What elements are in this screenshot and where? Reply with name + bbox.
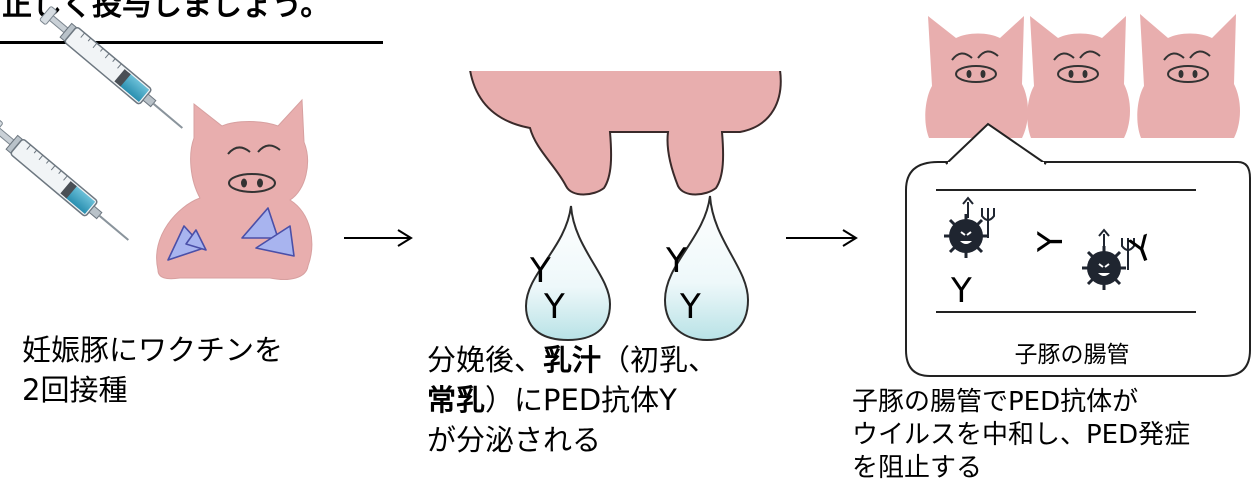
- step3-line3: を阻止する: [852, 453, 983, 483]
- pregnant-pig-icon: [156, 98, 313, 280]
- step2-text: ）にPED抗体Y: [485, 383, 677, 417]
- step2-caption: 分娩後、乳汁（初乳、 常乳）にPED抗体Y が分泌される: [427, 340, 717, 460]
- step3-line1: 子豚の腸管でPED抗体が: [852, 387, 1139, 417]
- step3-line2: ウイルスを中和し、PED発症: [852, 420, 1191, 450]
- piglet-icon: [925, 16, 1028, 138]
- antibody-symbol: Y: [665, 241, 687, 281]
- piglet-icon: [1027, 16, 1130, 138]
- arrow-icon: [344, 229, 413, 247]
- step1-line2: 2回接種: [22, 373, 128, 407]
- step2-regular-milk-emphasis: 常乳: [427, 383, 486, 417]
- step3-caption: 子豚の腸管でPED抗体が ウイルスを中和し、PED発症 を阻止する: [852, 386, 1190, 485]
- arrow-icon: [786, 229, 858, 247]
- intestine-speech-bubble: [905, 122, 1251, 377]
- antibody-symbol: Y: [1031, 231, 1071, 253]
- milk-drop-icon: [524, 205, 612, 342]
- antibody-symbol: Y: [679, 287, 701, 327]
- step1-line1: 妊娠豚にワクチンを: [22, 333, 284, 367]
- antibody-symbol: Y: [529, 251, 551, 291]
- piglet-icon: [1137, 14, 1240, 138]
- injection-site-icon: [167, 207, 295, 261]
- syringe-icon: [39, 6, 183, 129]
- title-fragment: 正しく投与しましょう。: [2, 0, 331, 23]
- virus-icon: [944, 196, 995, 258]
- step1-caption: 妊娠豚にワクチンを 2回接種: [22, 330, 283, 410]
- antibody-symbol: Y: [543, 287, 565, 327]
- virus-icon: [1082, 228, 1135, 290]
- udder-icon: [468, 62, 784, 196]
- antibody-symbol: Y: [950, 271, 972, 311]
- bubble-label: 子豚の腸管: [1015, 342, 1130, 368]
- step2-line3: が分泌される: [427, 423, 602, 457]
- milk-drop-icon: [663, 195, 750, 342]
- step2-text: （初乳、: [601, 343, 718, 377]
- title-underline: [0, 41, 383, 44]
- step2-text: 分娩後、: [427, 343, 544, 377]
- syringe-icon: [0, 118, 129, 241]
- step2-milk-emphasis: 乳汁: [543, 343, 602, 377]
